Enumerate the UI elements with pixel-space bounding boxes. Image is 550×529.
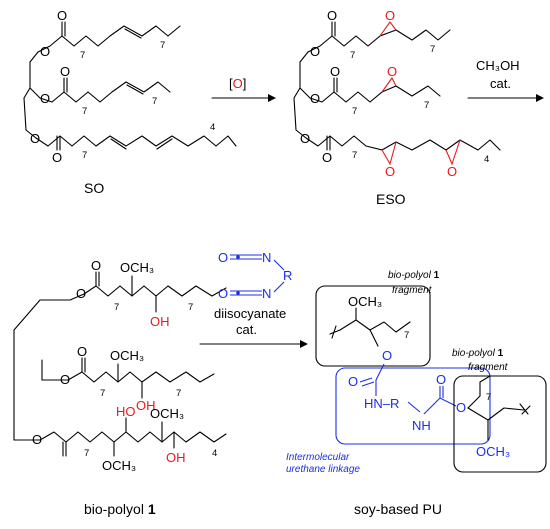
pu-structure: bio-polyol 1 fragment OCH₃ 7 O O HN–R NH…	[286, 270, 547, 517]
pu-hn-r: HN–R	[364, 396, 399, 411]
polyol-sub-7b: 7	[188, 302, 193, 313]
eso-ester-o-1: O	[310, 44, 320, 59]
fragment-box-1	[315, 285, 431, 367]
urethane-arrow: diisocyanate cat.	[199, 306, 308, 348]
nco-n-2: N	[262, 286, 271, 301]
pu-nh: NH	[412, 418, 431, 433]
eso-carbonyl-o-3: O	[322, 150, 332, 165]
polyol-sub-7a: 7	[114, 302, 119, 313]
polyol-methoxy-3: OCH₃	[150, 406, 184, 421]
polyol-ester-o-3: O	[32, 432, 42, 447]
oxidation-arrow: [O]	[211, 76, 276, 102]
pu-urethane-o-1: O	[382, 348, 392, 363]
polyol-ester-o-2: O	[60, 372, 70, 387]
polyol-number: 1	[148, 501, 156, 517]
fragment-1-label: bio-polyol	[388, 270, 432, 281]
eso-sub-7d: 7	[424, 100, 429, 111]
polyol-sub-7c: 7	[100, 388, 105, 399]
so-label: SO	[84, 180, 104, 196]
polyol-methoxy-4: OCH₃	[102, 458, 136, 473]
polyol-carbonyl-o-2: O	[77, 344, 87, 359]
polyol-sub-4: 4	[212, 448, 217, 459]
polyol-ester-o-1: O	[76, 286, 86, 301]
so-sub-7c: 7	[82, 106, 87, 117]
pu-carbonyl-o-1: O	[348, 374, 358, 389]
so-ester-o-3: O	[30, 131, 40, 146]
eso-sub-7a: 7	[350, 50, 355, 61]
polyol-structure: O OCH₃ OH O OCH₃ OH HO OCH₃ OCH₃ OH O O …	[13, 258, 227, 517]
nco-n-1: N	[262, 250, 271, 265]
so-sub-7d: 7	[152, 96, 157, 107]
diisocyanate-structure: O N R O N	[218, 250, 292, 301]
fragment-1-line2: fragment	[392, 285, 433, 296]
methanolysis-arrow: CH₃OH cat.	[467, 58, 544, 102]
polyol-carbonyl-o-1: O	[91, 258, 101, 273]
polyol-methoxy-2: OCH₃	[110, 348, 144, 363]
eso-carbonyl-o-2: O	[330, 64, 340, 79]
eso-structure: O O O O O O O O O O 7 7 7 7 7 4 ESO	[293, 8, 501, 207]
fragment-2-line2: fragment	[468, 362, 509, 373]
methanol-reagent: CH₃OH	[476, 58, 520, 73]
polyol-hydroxyl-4: OH	[166, 450, 186, 465]
so-sub-4: 4	[210, 122, 215, 133]
fragment-1-number: 1	[434, 270, 440, 281]
diisocyanate-cat: cat.	[236, 322, 257, 337]
fragment-2-label: bio-polyol	[452, 348, 496, 359]
so-ester-o-2: O	[40, 91, 50, 106]
so-carbonyl-o-3: O	[52, 150, 62, 165]
polyol-methoxy-1: OCH₃	[120, 260, 154, 275]
oxidant-bracket-close: ]	[243, 76, 247, 91]
pu-carbonyl-o-2: O	[436, 372, 446, 387]
oxidant-bracket-open: [	[229, 76, 233, 91]
polyol-hydroxyl-2: OH	[136, 398, 156, 413]
so-carbonyl-o-2: O	[60, 64, 70, 79]
eso-epoxide-o-1: O	[385, 8, 395, 23]
polyol-sub-7e: 7	[84, 448, 89, 459]
so-structure: O O O O O O 7 7 7 7 7 4 SO	[23, 8, 237, 196]
so-sub-7a: 7	[80, 50, 85, 61]
diisocyanate-label: diisocyanate	[214, 306, 286, 321]
pu-sub-7b: 7	[486, 392, 491, 403]
eso-ester-o-2: O	[310, 91, 320, 106]
so-ester-o-1: O	[40, 44, 50, 59]
polyol-hydroxyl-1: OH	[150, 314, 170, 329]
pu-sub-7a: 7	[404, 330, 409, 341]
methanol-cat: cat.	[490, 76, 511, 91]
so-carbonyl-o-1: O	[57, 8, 67, 23]
eso-sub-7e: 7	[352, 150, 357, 161]
eso-sub-7b: 7	[430, 44, 435, 55]
eso-carbonyl-o-1: O	[327, 8, 337, 23]
polyol-sub-7d: 7	[176, 388, 181, 399]
nco-r: R	[283, 268, 292, 283]
eso-sub-7c: 7	[352, 106, 357, 117]
eso-epoxide-o-4: O	[447, 164, 457, 179]
eso-epoxide-o-2: O	[387, 64, 397, 79]
nco-o-1: O	[218, 250, 228, 265]
nco-o-2: O	[218, 286, 228, 301]
eso-label: ESO	[376, 191, 406, 207]
so-sub-7e: 7	[82, 150, 87, 161]
fragment-2-number: 1	[498, 348, 504, 359]
pu-methoxy-2: OCH₃	[476, 444, 510, 459]
pu-methoxy-1: OCH₃	[348, 294, 382, 309]
polyol-label: bio-polyol	[84, 501, 144, 517]
pu-label: soy-based PU	[354, 501, 442, 517]
linkage-line1: Intermolecular	[286, 452, 350, 463]
eso-ester-o-3: O	[300, 131, 310, 146]
eso-epoxide-o-3: O	[385, 164, 395, 179]
so-sub-7b: 7	[160, 40, 165, 51]
pu-urethane-o-2: O	[456, 400, 466, 415]
svg-text:bio-polyol 1: bio-polyol 1	[452, 348, 504, 359]
polyol-hydroxyl-3: HO	[116, 404, 136, 419]
oxidant-o: O	[233, 76, 243, 91]
eso-sub-4: 4	[484, 154, 489, 165]
svg-text:bio-polyol 1: bio-polyol 1	[84, 501, 156, 517]
svg-text:bio-polyol 1: bio-polyol 1	[388, 270, 440, 281]
urethane-box	[335, 367, 491, 445]
fragment-box-2	[453, 375, 547, 473]
linkage-line2: urethane linkage	[286, 464, 360, 475]
svg-text:[O]: [O]	[229, 76, 246, 91]
